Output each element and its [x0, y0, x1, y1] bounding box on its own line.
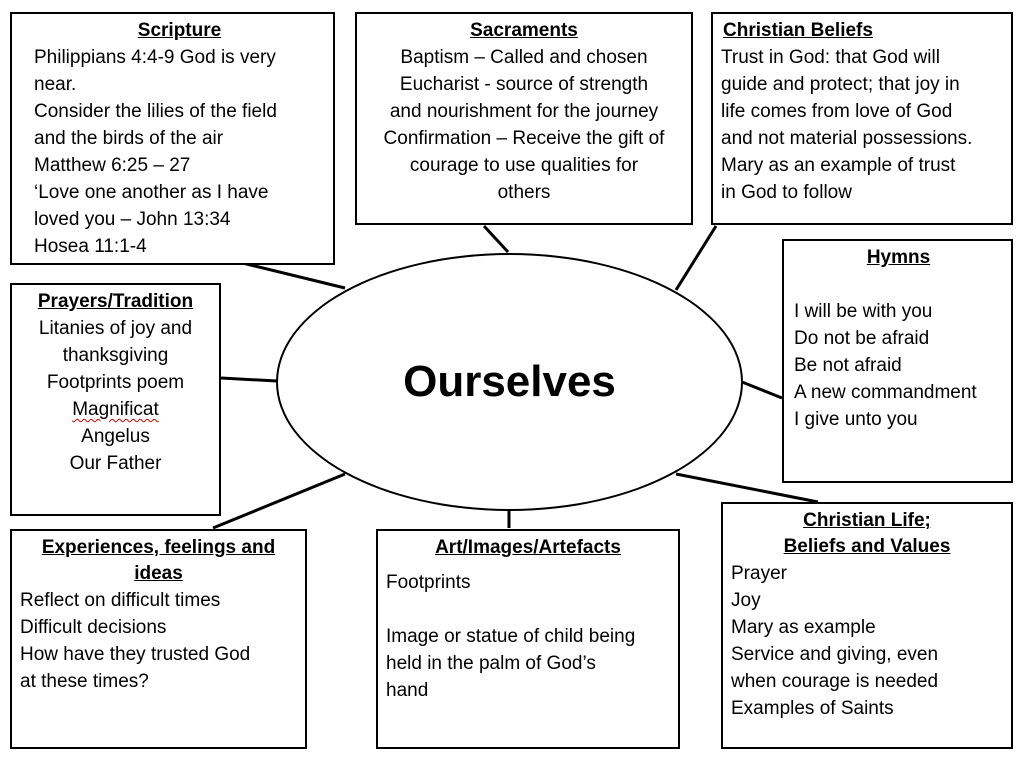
sacraments-line: and nourishment for the journey	[389, 101, 659, 122]
christian-beliefs-line: Trust in God: that God will	[721, 47, 940, 68]
center-ellipse: Ourselves	[276, 253, 743, 511]
christian-beliefs-line: life comes from love of God	[721, 101, 953, 122]
christian-beliefs-line: guide and protect; that joy in	[721, 74, 960, 95]
scripture-line: near.	[34, 74, 77, 95]
christian-life-line: when courage is needed	[731, 671, 939, 692]
christian-beliefs-line: Mary as an example of trust	[721, 155, 956, 176]
art-title: Art/Images/Artefacts	[435, 537, 621, 558]
art-line: held in the palm of God’s	[386, 653, 596, 674]
experiences-box: Experiences, feelings and ideas Reflect …	[10, 529, 307, 749]
prayers-tradition-box: Prayers/Tradition Litanies of joy and th…	[10, 283, 221, 516]
connector-christian-life	[675, 472, 819, 504]
sacraments-line: courage to use qualities for	[409, 155, 639, 176]
prayers-magnificat: Magnificat	[72, 399, 159, 420]
experiences-line: at these times?	[20, 671, 149, 692]
christian-beliefs-line: in God to follow	[721, 182, 852, 203]
christian-beliefs-box: Christian Beliefs Trust in God: that God…	[711, 12, 1013, 225]
prayers-line: Footprints poem	[46, 372, 185, 393]
connector-sacraments	[482, 224, 510, 254]
christian-life-title: Christian Life;	[803, 510, 931, 531]
christian-beliefs-title: Christian Beliefs	[723, 20, 873, 41]
prayers-line: Litanies of joy and	[38, 318, 193, 339]
connector-hymns	[741, 380, 783, 400]
scripture-line: Philippians 4:4-9 God is very	[34, 47, 276, 68]
prayers-line: Angelus	[81, 426, 150, 447]
hymns-box: Hymns I will be with you Do not be afrai…	[782, 239, 1013, 483]
hymns-line: Be not afraid	[794, 355, 902, 376]
christian-life-line: Prayer	[731, 563, 787, 584]
sacraments-line: Baptism – Called and chosen	[400, 47, 648, 68]
art-line: Footprints	[386, 572, 471, 593]
christian-beliefs-line: and not material possessions.	[721, 128, 973, 149]
scripture-box: Scripture Philippians 4:4-9 God is very …	[10, 12, 335, 265]
spacer	[386, 596, 670, 623]
spacer	[386, 561, 670, 569]
scripture-line: and the birds of the air	[34, 128, 224, 149]
experiences-title: ideas	[134, 563, 183, 584]
center-label: Ourselves	[403, 357, 616, 406]
connector-christian-beliefs	[674, 225, 718, 291]
christian-life-title: Beliefs and Values	[783, 536, 951, 557]
scripture-line: loved you – John 13:34	[34, 209, 231, 230]
hymns-line: Do not be afraid	[794, 328, 930, 349]
connector-experiences	[212, 472, 346, 530]
christian-life-line: Service and giving, even	[731, 644, 939, 665]
sacraments-box: Sacraments Baptism – Called and chosen E…	[355, 12, 693, 225]
prayers-line: Magnificat	[20, 396, 211, 423]
prayers-line: Our Father	[69, 453, 162, 474]
hymns-line: I will be with you	[794, 301, 933, 322]
scripture-line: Matthew 6:25 – 27	[34, 155, 191, 176]
experiences-line: Reflect on difficult times	[20, 590, 221, 611]
prayers-line: thanksgiving	[62, 345, 169, 366]
spacer	[794, 271, 1003, 298]
christian-life-line: Joy	[731, 590, 761, 611]
connector-prayers	[220, 376, 278, 383]
art-line: hand	[386, 680, 429, 701]
christian-life-line: Examples of Saints	[731, 698, 894, 719]
art-box: Art/Images/Artefacts Footprints Image or…	[376, 529, 680, 749]
hymns-line: I give unto you	[794, 409, 918, 430]
sacraments-line: others	[497, 182, 551, 203]
christian-life-box: Christian Life; Beliefs and Values Praye…	[721, 502, 1013, 749]
experiences-line: How have they trusted God	[20, 644, 251, 665]
experiences-title: Experiences, feelings and	[41, 537, 276, 558]
sacraments-line: Eucharist - source of strength	[399, 74, 649, 95]
experiences-line: Difficult decisions	[20, 617, 167, 638]
hymns-line: A new commandment	[794, 382, 977, 403]
scripture-line: Hosea 11:1-4	[34, 236, 147, 257]
christian-life-line: Mary as example	[731, 617, 876, 638]
prayers-tradition-title: Prayers/Tradition	[37, 291, 194, 312]
scripture-title: Scripture	[137, 20, 222, 41]
hymns-title: Hymns	[866, 247, 931, 268]
scripture-line: ‘Love one another as I have	[34, 182, 269, 203]
art-line: Image or statue of child being	[386, 626, 636, 647]
scripture-line: Consider the lilies of the field	[34, 101, 277, 122]
sacraments-line: Confirmation – Receive the gift of	[383, 128, 665, 149]
sacraments-title: Sacraments	[470, 20, 578, 41]
